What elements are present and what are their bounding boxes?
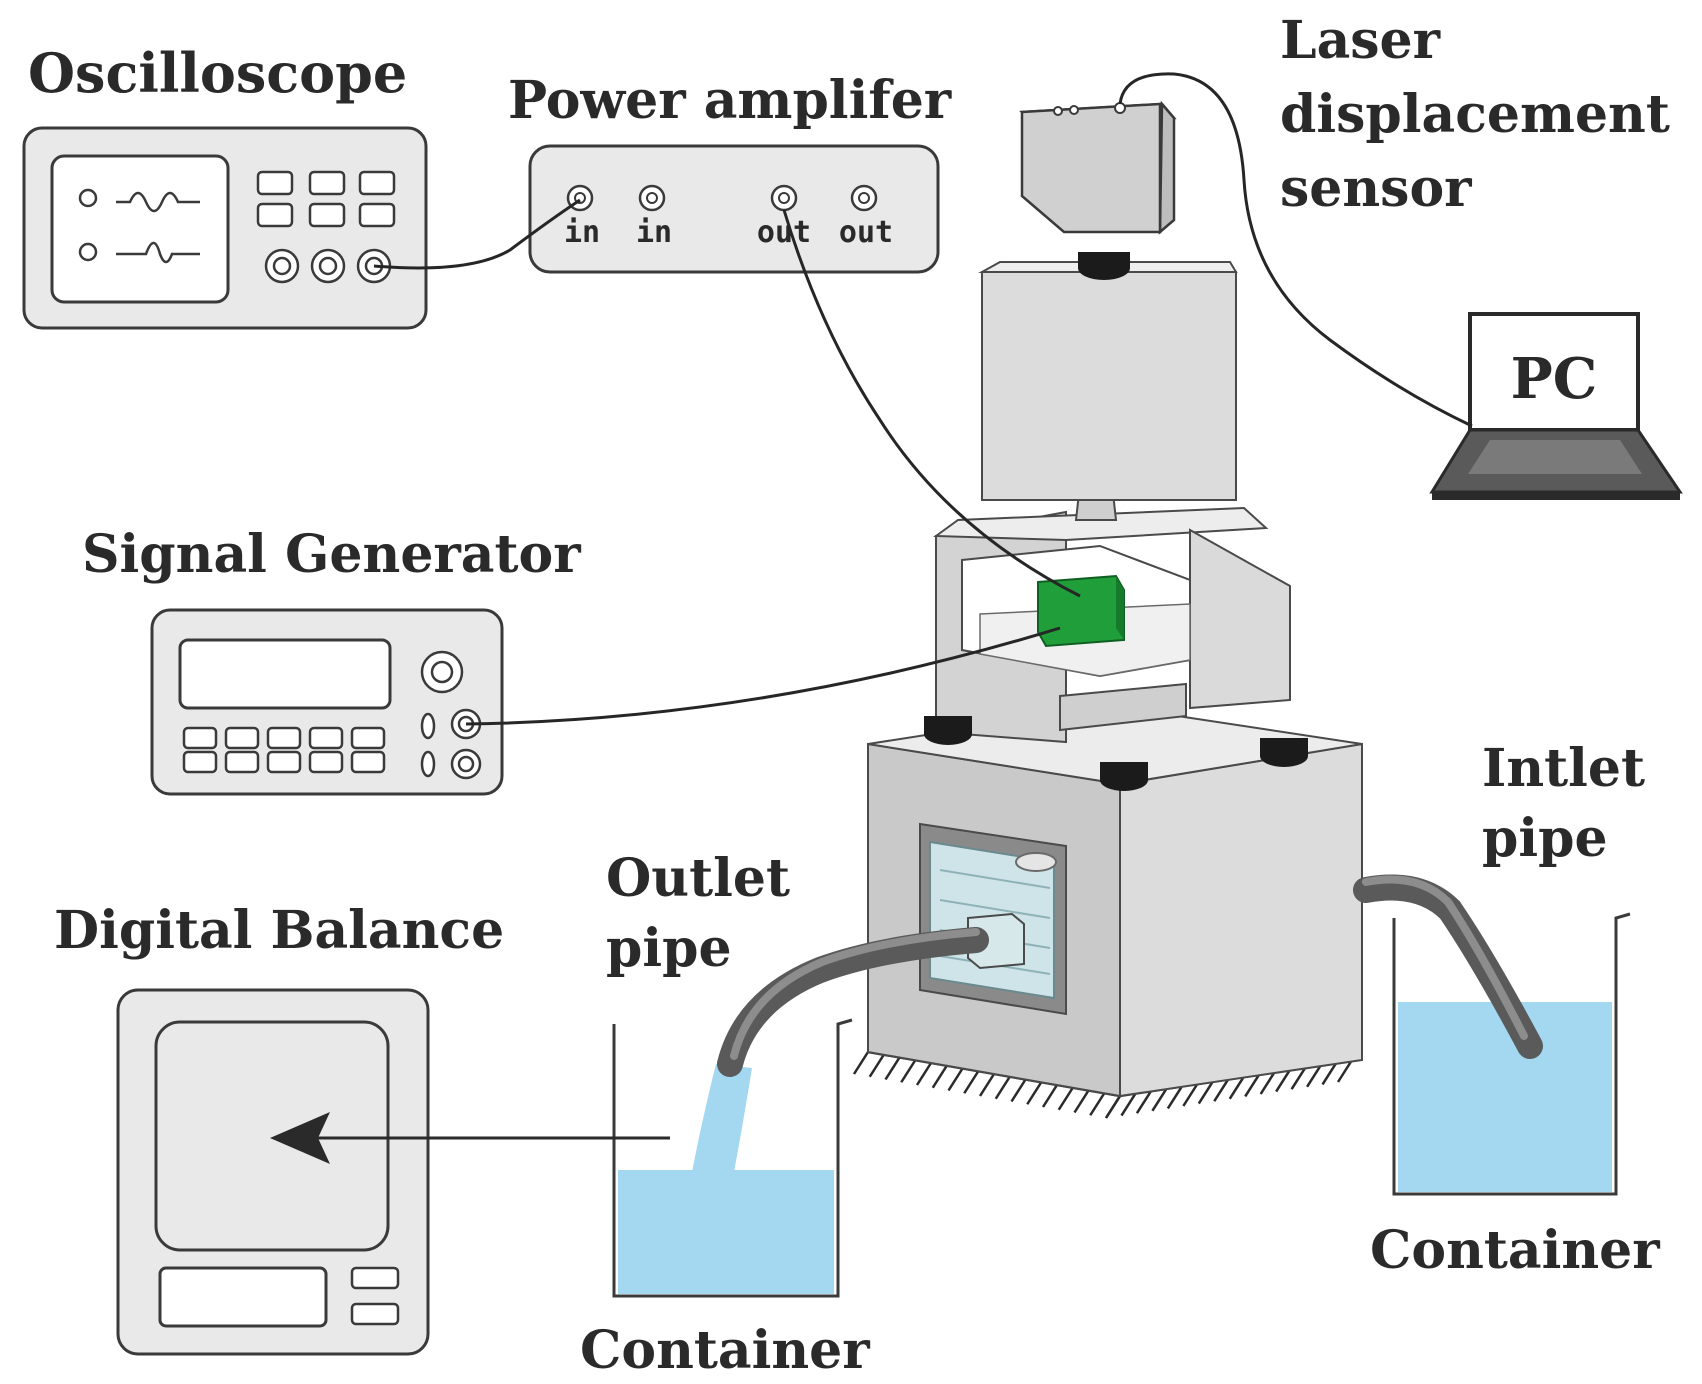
amp-port-in-2: in [636,215,672,250]
hatch-mark [1197,1080,1214,1105]
cable-signal-generator-to-piezo [465,626,1061,726]
amp-port-in-1: in [564,215,600,250]
cable-amplifier-to-piezo [782,209,1081,598]
hatch-mark [994,1076,1011,1100]
hatch-mark [1306,1064,1323,1088]
signal-generator-device [150,608,504,796]
hatch-mark [868,1054,885,1078]
label-outlet-line2: pipe [606,918,732,979]
hatch-mark [963,1070,980,1094]
label-container-right: Container [1370,1220,1660,1281]
hatch-mark [1228,1076,1245,1100]
flow-arrow [270,1112,670,1164]
hatch-mark [1010,1078,1027,1103]
label-container-left: Container [580,1320,870,1381]
hatch-mark [931,1065,948,1089]
label-laser-line2: displacement [1280,84,1670,145]
label-digital-balance: Digital Balance [54,900,504,961]
container-left [612,1018,853,1298]
oscilloscope-device [22,126,428,330]
hatch-mark [1336,1059,1354,1083]
hatch-mark [1057,1087,1074,1111]
hatch-mark [1290,1066,1307,1090]
inlet-pipe-hose [1353,874,1543,1059]
hatch-mark [1275,1068,1292,1093]
cable-laser-to-pc [1118,72,1473,428]
hatch-mark [1104,1095,1122,1119]
label-intlet-line1: Intlet [1482,738,1645,799]
hatch-mark [1244,1073,1261,1098]
hatch-mark [900,1059,917,1083]
hatch-mark [1213,1078,1230,1102]
hatch-mark [1041,1084,1059,1108]
label-oscilloscope: Oscilloscope [28,41,407,105]
piezo-stack [1037,574,1125,648]
label-outlet-line1: Outlet [606,848,790,909]
hatch-mark [1089,1092,1106,1116]
label-laser-line3: sensor [1280,158,1472,219]
cable-oscilloscope-to-amplifier [373,198,581,270]
hatch-mark [1321,1061,1338,1086]
water-stream [692,1064,752,1172]
label-laser-line1: Laser [1280,10,1441,71]
hatch-mark [978,1073,996,1097]
hatch-mark [1151,1088,1168,1112]
outlet-pipe-hose [717,927,989,1077]
hatch-mark [1259,1071,1276,1095]
hatch-mark [884,1056,901,1081]
hatch-mark [1026,1081,1043,1105]
amp-port-out-1: out [757,215,811,250]
amp-port-out-2: out [839,215,893,250]
power-amplifier-device: in in out out [528,144,940,274]
hatch-mark [852,1051,870,1075]
label-signal-generator: Signal Generator [82,524,581,585]
container-right [1392,912,1631,1196]
digital-balance-device [116,988,430,1356]
hatch-mark [947,1067,964,1092]
hatch-mark [1182,1083,1199,1107]
hatch-mark [1166,1085,1183,1110]
label-intlet-line2: pipe [1482,808,1608,869]
label-power-amplifier: Power amplifer [508,70,952,131]
pc-laptop: PC [1429,312,1683,500]
label-pc: PC [1511,346,1598,412]
hatch-mark [1073,1089,1090,1114]
hatch-mark [915,1062,933,1086]
hatch-mark [1135,1090,1152,1114]
hatch-mark [1120,1092,1137,1117]
piezo-pump-assembly [852,252,1363,1119]
laser-sensor-device [1019,100,1177,235]
